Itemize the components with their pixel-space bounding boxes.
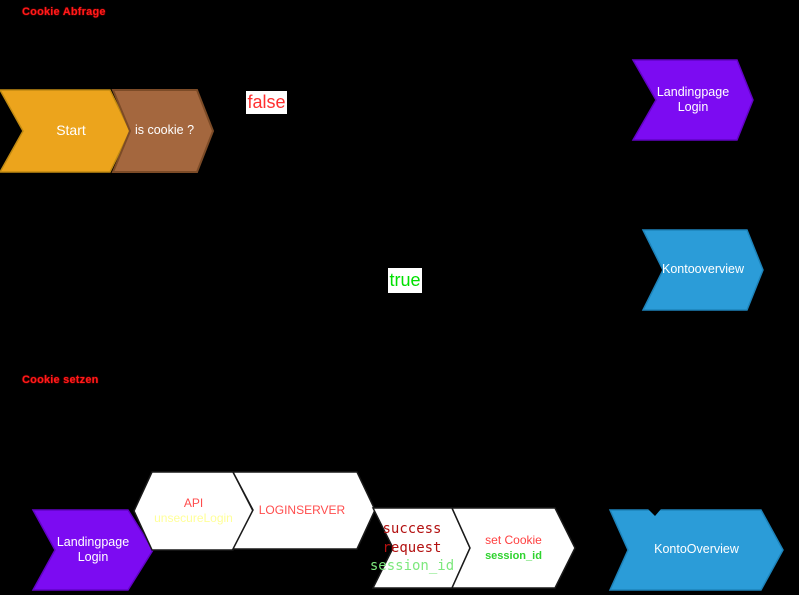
is-cookie-chevron-shape <box>111 89 215 173</box>
success-request-line2: request <box>382 539 442 556</box>
loginserver-chevron-shape <box>231 471 376 550</box>
landingpage-login-top-label-line1: Landingpage <box>656 84 730 99</box>
success-request-line3: session_id <box>369 558 455 575</box>
set-cookie-line2: session_id <box>485 549 542 562</box>
success-request-line1: success <box>382 521 442 538</box>
section-title-cookie-setzen: Cookie setzen <box>22 374 99 386</box>
notch-artifact <box>648 509 661 516</box>
node-kontooverview-mid[interactable]: Kontooverview <box>641 229 764 311</box>
set-cookie-chevron-shape <box>450 507 576 589</box>
node-loginserver-label: LOGINSERVER <box>258 503 346 518</box>
node-kontooverview-bottom[interactable]: KontoOverview <box>608 509 784 591</box>
landingpage-login-top-label-line2: Login <box>677 100 709 114</box>
node-start-label: Start <box>56 122 86 139</box>
branch-label-false: false <box>246 91 287 114</box>
branch-label-true: true <box>388 268 422 293</box>
node-api[interactable]: API unsecureLogin <box>133 471 254 551</box>
api-label-subtitle: unsecureLogin <box>154 511 233 525</box>
node-start[interactable]: Start <box>0 89 133 173</box>
landingpage-login-bottom-label-line1: Landingpage <box>56 534 130 549</box>
landingpage-login-bottom-label-line2: Login <box>77 550 109 564</box>
kontooverview-bottom-chevron-shape <box>608 509 784 591</box>
landingpage-login-bottom-chevron-shape <box>31 509 154 591</box>
node-loginserver[interactable]: LOGINSERVER <box>231 471 376 550</box>
node-landingpage-login-bottom[interactable]: Landingpage Login <box>31 509 154 591</box>
node-is-cookie[interactable]: is cookie ? <box>111 89 215 173</box>
set-cookie-line1: set Cookie <box>485 533 542 548</box>
landingpage-login-top-chevron-shape <box>631 59 754 141</box>
node-set-cookie[interactable]: set Cookie session_id <box>450 507 576 589</box>
node-is-cookie-label: is cookie ? <box>134 123 195 138</box>
node-kontooverview-mid-label: Kontooverview <box>662 262 744 277</box>
section-title-cookie-abfrage: Cookie Abfrage <box>22 6 106 18</box>
start-chevron-shape <box>0 89 131 173</box>
node-landingpage-login-top[interactable]: Landingpage Login <box>631 59 754 141</box>
node-kontooverview-bottom-label: KontoOverview <box>654 542 739 557</box>
api-label-title: API <box>183 496 204 511</box>
kontooverview-mid-chevron-shape <box>641 229 764 311</box>
